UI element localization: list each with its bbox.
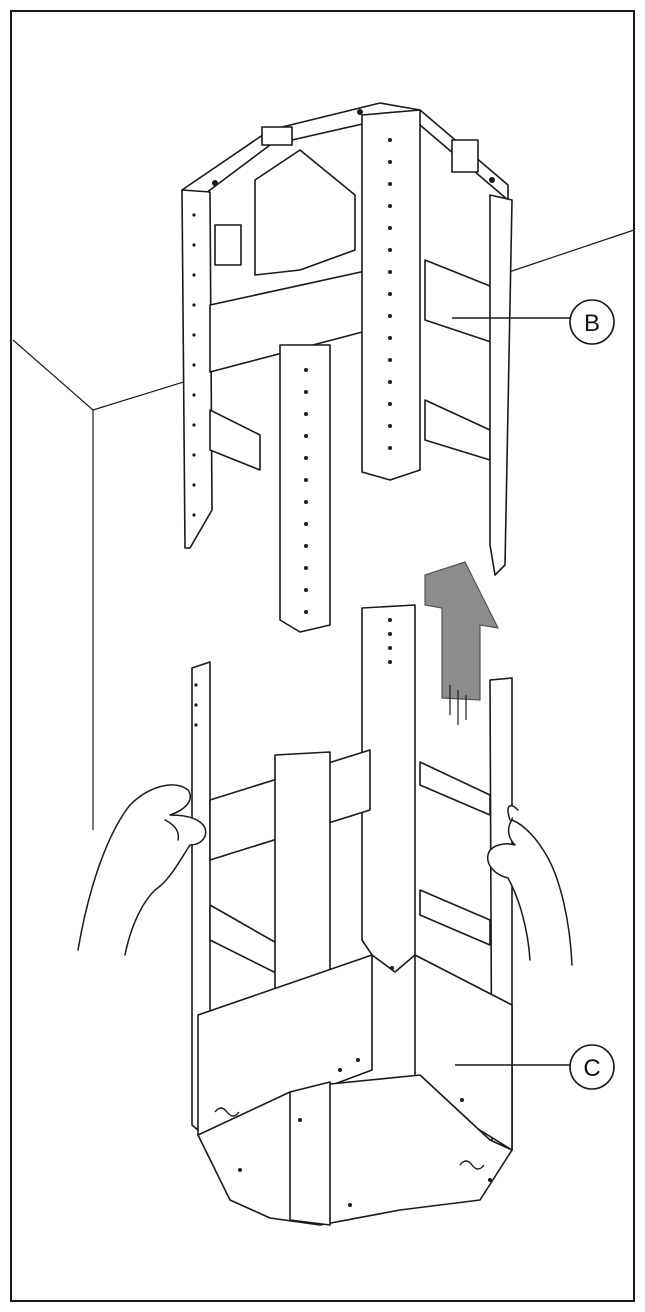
callout-b-circle	[569, 299, 615, 345]
lower-frame-c	[191, 604, 513, 1226]
up-arrow-icon	[424, 561, 500, 725]
hand-icon	[77, 784, 573, 966]
callout-b: B	[452, 299, 615, 345]
upper-holes	[192, 109, 495, 614]
callout-c: C	[455, 1044, 615, 1090]
callout-c-circle	[569, 1044, 615, 1090]
callout-c-label: C	[583, 1055, 600, 1082]
hook-slots	[214, 1107, 485, 1170]
callout-b-label: B	[584, 310, 600, 337]
wall-ceiling-lines	[12, 229, 635, 830]
lower-holes	[194, 618, 492, 1207]
